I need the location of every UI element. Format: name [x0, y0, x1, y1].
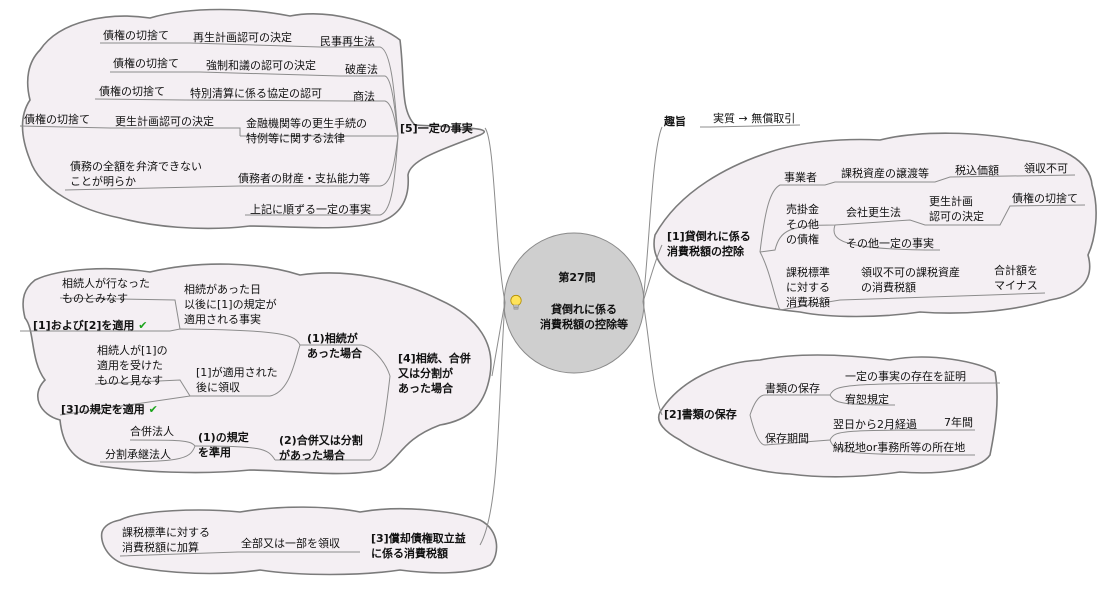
node-business[interactable]: 事業者	[784, 171, 817, 184]
root-title: 貸倒れに係る 消費税額の控除等	[540, 303, 628, 331]
node-other-fact[interactable]: その他一定の事実	[846, 237, 934, 250]
branch-right-lines	[700, 124, 1086, 456]
decision-special-liquidation[interactable]: 特別清算に係る協定の認可	[190, 87, 322, 100]
inherit-note-b[interactable]: 相続人が[1]の 適用を受けた ものと見なす	[97, 344, 168, 387]
root-node	[503, 232, 645, 374]
cloud-documents	[658, 354, 998, 478]
node-tax-incl-price[interactable]: 税込価額	[955, 164, 999, 177]
inherit-condition-b[interactable]: [1]が適用された 後に領収	[196, 366, 278, 394]
cloud-inherit	[22, 263, 492, 475]
merged-company[interactable]: 合併法人	[130, 425, 174, 438]
node-prove-fact[interactable]: 一定の事実の存在を証明	[845, 370, 966, 383]
node-uncollectible-tax[interactable]: 領収不可の課税資産 の消費税額	[861, 266, 960, 294]
node-writeoff-right[interactable]: 債権の切捨て	[1012, 192, 1078, 205]
law-commercial[interactable]: 商法	[353, 90, 375, 103]
node-doc-keeping[interactable]: 書類の保存	[765, 382, 820, 395]
node-corp-reorg-law[interactable]: 会社更生法	[846, 206, 901, 219]
node-retention-period[interactable]: 保存期間	[765, 432, 809, 445]
node-two-months[interactable]: 翌日から2月経過	[833, 418, 917, 431]
node-place[interactable]: 納税地or事務所等の所在地	[833, 441, 966, 454]
node-receivables[interactable]: 売掛金 その他 の債権	[786, 203, 819, 246]
effect-writeoff-2[interactable]: 債権の切捨て	[113, 57, 179, 70]
split-successor[interactable]: 分割承継法人	[105, 448, 171, 461]
node-taxable-transfer[interactable]: 課税資産の譲渡等	[841, 167, 929, 180]
inherit-note-a[interactable]: 相続人が行なった ものとみなす	[62, 277, 150, 305]
recovery-effect[interactable]: 課税標準に対する 消費税額に加算	[122, 526, 210, 554]
branch-purpose[interactable]: 趣旨	[664, 115, 686, 128]
lightbulb-icon	[510, 294, 522, 310]
cloud-recovery	[100, 506, 498, 576]
checkmark-icon: ✔	[148, 403, 158, 416]
node-seven-years[interactable]: 7年間	[944, 416, 973, 429]
branch-documents[interactable]: [2]書類の保存	[664, 408, 737, 421]
branch-inherit-lines	[20, 297, 391, 463]
apply-1-2[interactable]: [1]および[2]を適用 ✔	[33, 319, 148, 332]
decision-reorg[interactable]: 更生計画認可の決定	[115, 115, 214, 128]
node-subtract-total[interactable]: 合計額を マイナス	[994, 264, 1038, 292]
branch-bad-debt[interactable]: [1]貸倒れに係る 消費税額の控除	[667, 230, 751, 258]
node-tax-on-base[interactable]: 課税標準 に対する 消費税額	[786, 266, 830, 309]
merger-rule[interactable]: (1)の規定 を準用	[198, 431, 249, 459]
branch-one-fact-lines	[19, 42, 399, 216]
decision-rehab[interactable]: 再生計画認可の決定	[193, 31, 292, 44]
checkmark-icon: ✔	[138, 319, 148, 332]
law-financial-institutions[interactable]: 金融機関等の更生手続の 特例等に関する法律	[246, 117, 367, 145]
node-reorg-decision[interactable]: 更生計画 認可の決定	[929, 195, 984, 223]
node-uncollectible[interactable]: 領収不可	[1024, 162, 1068, 175]
node-leniency[interactable]: 宥恕規定	[845, 393, 889, 406]
effect-writeoff-3[interactable]: 債権の切捨て	[99, 85, 165, 98]
similar-fact[interactable]: 上記に順ずる一定の事実	[250, 203, 371, 216]
branch-inherit-merger[interactable]: [4]相続、合併 又は分割が あった場合	[398, 352, 471, 395]
purpose-text[interactable]: 実質 → 無償取引	[713, 112, 796, 125]
sub-merger[interactable]: (2)合併又は分割 があった場合	[279, 434, 363, 462]
law-bankruptcy[interactable]: 破産法	[345, 63, 378, 76]
sub-inheritance[interactable]: (1)相続が あった場合	[307, 332, 362, 360]
cloud-one-fact	[21, 8, 486, 230]
branch-one-fact[interactable]: [5]一定の事実	[400, 122, 473, 135]
decision-composition[interactable]: 強制和議の認可の決定	[206, 59, 316, 72]
law-civil-rehab[interactable]: 民事再生法	[320, 35, 375, 48]
root-number: 第27問	[558, 271, 596, 284]
debtor-detail[interactable]: 債務の全額を弁済できない ことが明らか	[70, 160, 202, 188]
debtor-capacity[interactable]: 債務者の財産・支払能力等	[238, 172, 370, 185]
effect-writeoff-1[interactable]: 債権の切捨て	[103, 29, 169, 42]
effect-writeoff-4[interactable]: 債権の切捨て	[24, 113, 90, 126]
recovery-receipt[interactable]: 全部又は一部を領収	[241, 537, 340, 550]
branch-recovery[interactable]: [3]償却債権取立益 に係る消費税額	[371, 532, 466, 560]
inherit-condition-a[interactable]: 相続があった日 以後に[1]の規定が 適用される事実	[184, 283, 277, 326]
apply-3[interactable]: [3]の規定を適用 ✔	[61, 403, 158, 416]
